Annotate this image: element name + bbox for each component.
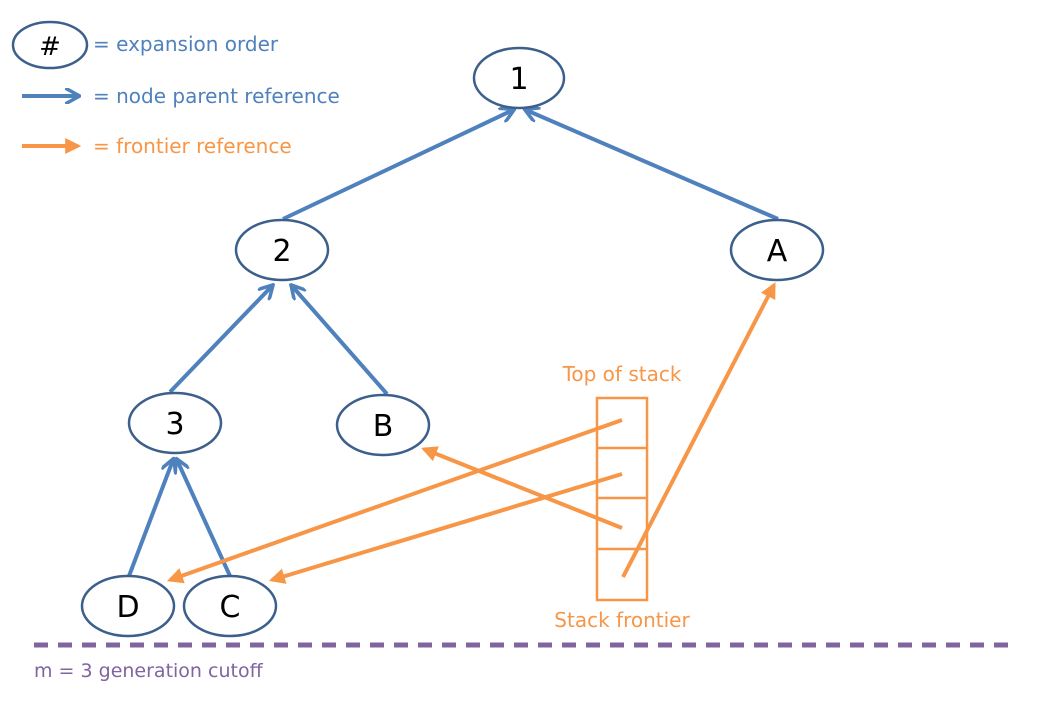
legend-node-symbol: # [39,32,61,62]
node-3: 3 [127,391,223,455]
node-D: D [80,574,176,638]
node-3-label: 3 [165,407,184,442]
node-A-label: A [767,234,788,269]
node-B: B [335,393,431,457]
generation-cutoff: m = 3 generation cutoff [34,642,1008,682]
frontier-edge-slot3-to-B [421,446,623,530]
parent-edge-A-to-1 [526,110,779,221]
legend-node-symbol-ellipse [11,20,89,70]
stack-bottom-label: Stack frontier [554,608,690,632]
parent-edge-2-to-1 [282,110,513,221]
frontier-edges [166,282,776,584]
frontier-edge-slot1-to-D [166,418,623,584]
parent-edge-3-to-2 [168,286,272,394]
legend-parent-reference: = node parent reference [93,84,340,108]
node-C: C [182,574,278,638]
legend: # = expansion order = node parent refere… [11,20,340,158]
parent-edge-B-to-2 [292,286,389,396]
frontier-edge-slot4-to-A [621,282,776,578]
legend-frontier-reference: = frontier reference [93,134,292,158]
node-B-label: B [373,409,394,444]
node-A: A [729,218,825,282]
parent-edge-C-to-3 [177,460,232,577]
node-1-label: 1 [509,62,528,97]
frontier-edge-slot2-to-C [268,472,623,584]
node-D-label: D [116,590,139,625]
node-C-label: C [220,590,241,625]
stack-frontier: Top of stack Stack frontier [554,362,690,632]
parent-edge-D-to-3 [127,460,173,577]
stack-top-label: Top of stack [562,362,682,386]
node-1: 1 [472,46,566,110]
node-2: 2 [234,218,330,282]
legend-expansion-order: = expansion order [93,32,279,56]
cutoff-label: m = 3 generation cutoff [34,660,264,682]
node-2-label: 2 [272,234,291,269]
parent-edges [127,110,779,577]
tree-nodes: 1 2 A 3 B D C [80,46,825,638]
